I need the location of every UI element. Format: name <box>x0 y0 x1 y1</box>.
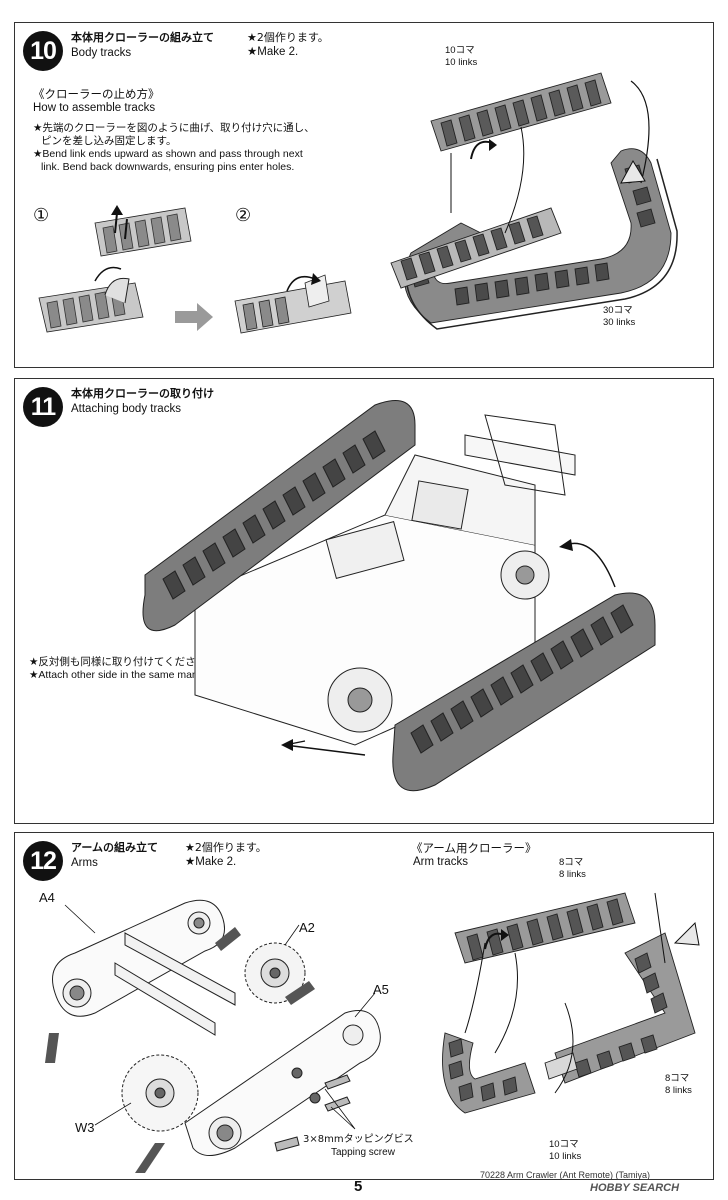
step-11-title-jp: 本体用クローラーの取り付け <box>71 387 214 400</box>
step-10-links10-en: 10 links <box>445 57 478 68</box>
arm-track-illustration <box>442 892 700 1114</box>
chassis-track-attach-illustration <box>142 400 656 792</box>
step-12-links8a-en: 8 links <box>559 869 586 880</box>
step-12-panel: 12 アームの組み立て Arms ★2個作ります。 ★Make 2. 《アーム用… <box>14 832 714 1180</box>
step-10-note-en: ★Make 2. <box>247 46 299 58</box>
track-assembly-illustration <box>38 205 352 334</box>
step-10-title-jp: 本体用クローラーの組み立て <box>71 31 214 44</box>
step-10-circle-1: ① <box>33 205 50 225</box>
step-11-panel: 11 本体用クローラーの取り付け Attaching body tracks ★… <box>14 378 714 824</box>
step-10-instr-en-1: ★Bend link ends upward as shown and pass… <box>33 148 303 160</box>
step-10-circle-2: ② <box>235 205 252 225</box>
step-10-links10-jp: 10コマ <box>445 45 475 56</box>
page-number: 5 <box>354 1178 363 1195</box>
step-12-links8b-en: 8 links <box>665 1085 692 1096</box>
step-10-links30-jp: 30コマ <box>603 305 633 316</box>
step-11-note-en: ★Attach other side in the same manner. <box>29 669 216 681</box>
footer-product-code: 70228 Arm Crawler (Ant Remote) (Tamiya) <box>480 1170 651 1180</box>
body-track-loop-illustration <box>390 72 678 330</box>
step-12-subtitle-en: Arm tracks <box>413 856 468 868</box>
step-10-panel: 10 本体用クローラーの組み立て Body tracks ★2個作ります。 ★M… <box>14 22 714 368</box>
step-10-subtitle-jp: 《クローラーの止め方》 <box>33 87 160 101</box>
step-10-links30-en: 30 links <box>603 317 636 328</box>
part-label-a4: A4 <box>39 890 55 905</box>
step-11-title-en: Attaching body tracks <box>71 403 181 415</box>
step-10-instr-jp-2: ピンを差し込み固定します。 <box>41 135 177 147</box>
step-12-links10-en: 10 links <box>549 1151 582 1162</box>
step-10-title-en: Body tracks <box>71 47 132 59</box>
step-12-subtitle-jp: 《アーム用クローラー》 <box>411 841 537 855</box>
part-label-w3: W3 <box>75 1120 95 1135</box>
step-12-links10-jp: 10コマ <box>549 1139 579 1150</box>
step-number-10: 10 <box>23 31 63 71</box>
part-label-a2: A2 <box>299 920 315 935</box>
step-number-11: 11 <box>23 387 63 427</box>
step-10-instr-en-2: link. Bend back downwards, ensuring pins… <box>41 161 295 173</box>
step-12-note-en: ★Make 2. <box>185 856 237 868</box>
step-12-note-jp: ★2個作ります。 <box>185 841 267 854</box>
step-12-links8b-jp: 8コマ <box>665 1073 690 1084</box>
arm-assembly-illustration <box>45 899 381 1173</box>
step-number-12: 12 <box>23 841 63 881</box>
step-10-instr-jp-1: ★先端のクローラーを図のように曲げ、取り付け穴に通し、 <box>33 122 315 134</box>
screw-label-en: Tapping screw <box>331 1147 395 1158</box>
watermark: HOBBY SEARCH <box>590 1182 680 1194</box>
part-label-a5: A5 <box>373 982 389 997</box>
step-11-note-jp: ★反対側も同様に取り付けてください。 <box>29 656 217 668</box>
screw-label-jp: 3×8mmタッピングビス <box>303 1134 414 1145</box>
step-10-subtitle-en: How to assemble tracks <box>33 102 156 114</box>
step-12-links8a-jp: 8コマ <box>559 857 584 868</box>
step-10-note-jp: ★2個作ります。 <box>247 31 329 44</box>
step-12-title-jp: アームの組み立て <box>71 841 159 854</box>
step-12-title-en: Arms <box>71 857 98 869</box>
